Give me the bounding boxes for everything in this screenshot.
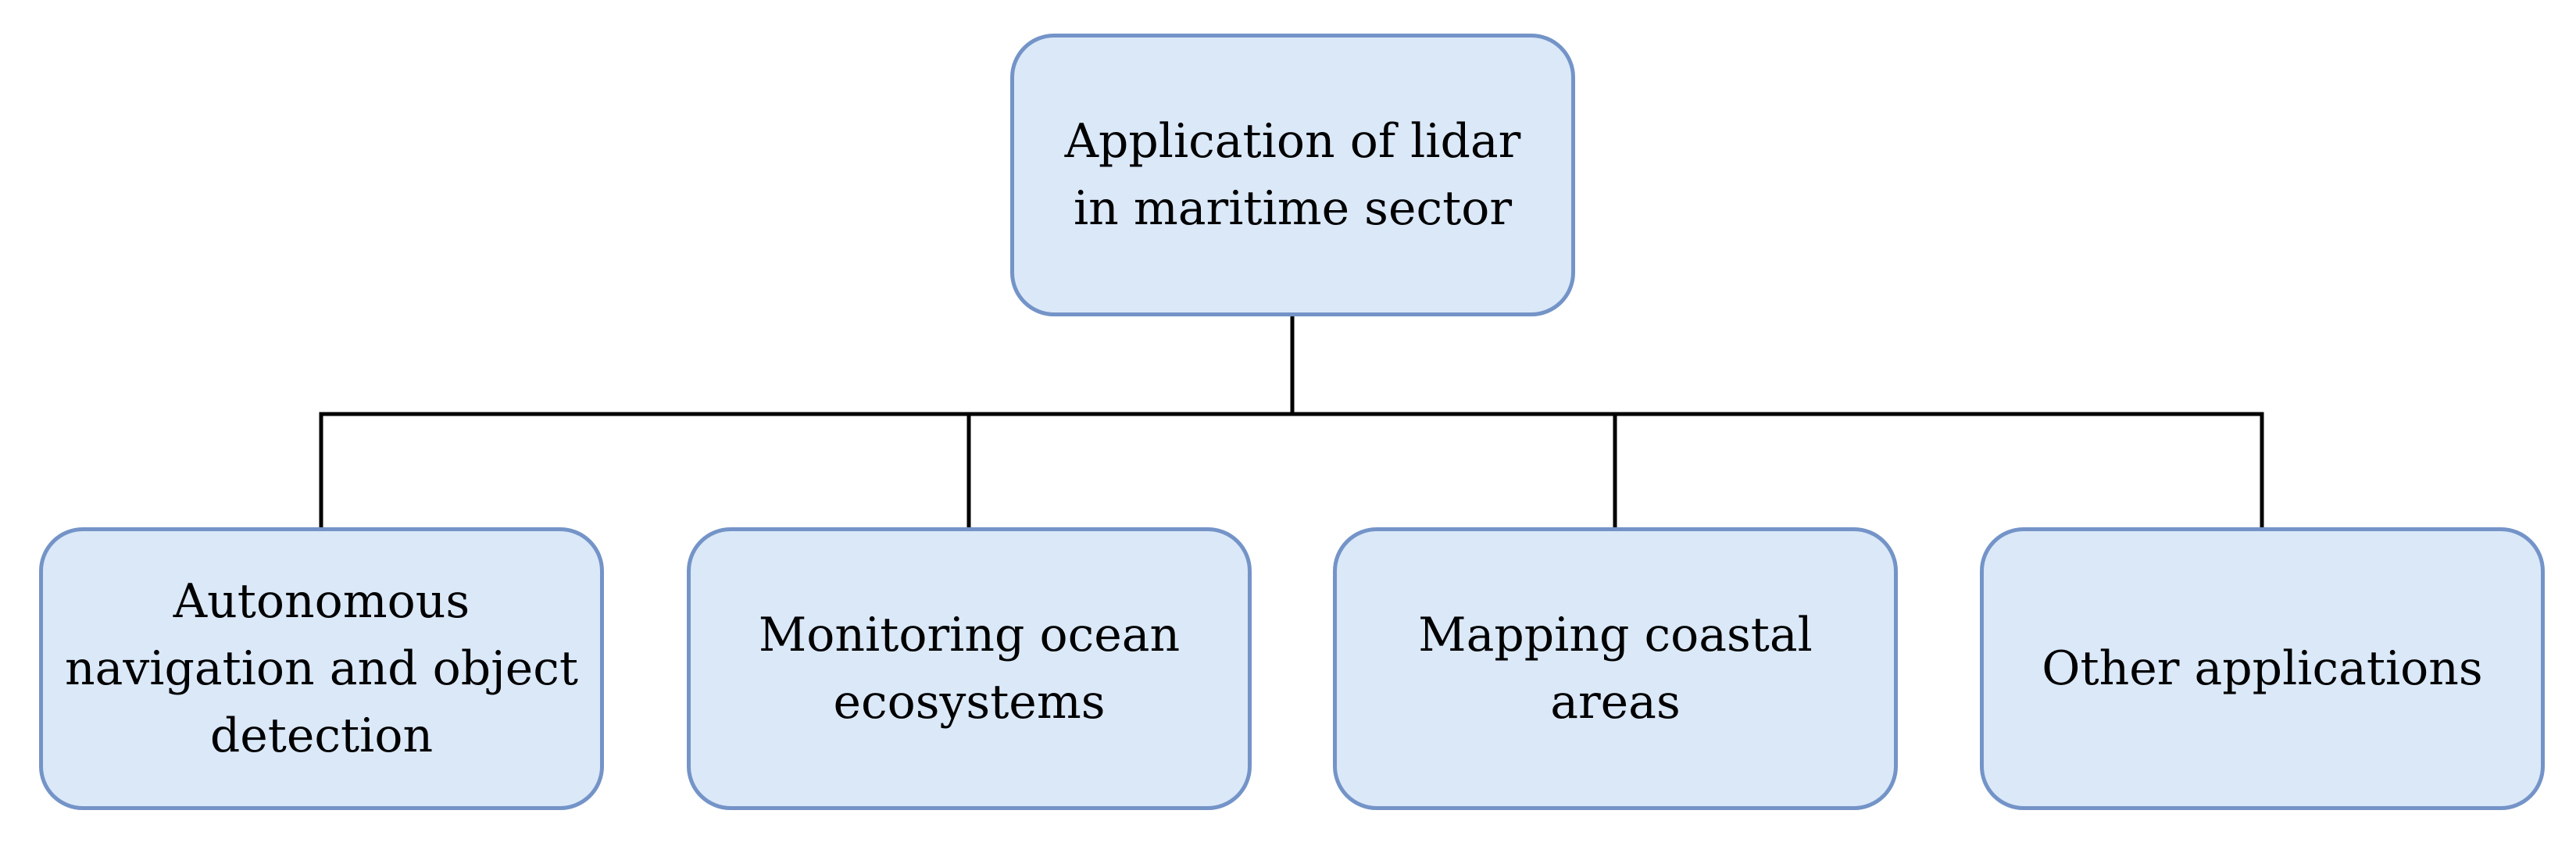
root-node: Application of lidar in maritime sector — [1010, 34, 1575, 316]
root-node-label-line-2: in maritime sector — [1073, 181, 1513, 236]
child-node-label-line: detection — [209, 709, 434, 763]
child-node-autonomous-navigation: Autonomous navigation and object detecti… — [39, 527, 604, 810]
child-node-label: Other applications — [2023, 635, 2501, 702]
child-node-monitoring-ocean-ecosystems: Monitoring ocean ecosystems — [687, 527, 1252, 810]
child-node-label-line: navigation and object — [64, 641, 579, 696]
root-node-label: Application of lidar in maritime sector — [1046, 108, 1540, 242]
child-node-mapping-coastal-areas: Mapping coastal areas — [1333, 527, 1898, 810]
child-node-label: Mapping coastal areas — [1399, 601, 1831, 736]
child-node-label-line: Monitoring ocean — [758, 608, 1181, 662]
child-node-label-line: Mapping coastal — [1418, 608, 1813, 662]
child-node-other-applications: Other applications — [1980, 527, 2545, 810]
root-node-label-line-1: Application of lidar — [1064, 114, 1521, 169]
child-node-label: Autonomous navigation and object detecti… — [46, 568, 597, 769]
child-node-label-line: Other applications — [2042, 641, 2483, 696]
child-node-label-line: ecosystems — [833, 675, 1106, 730]
child-node-label-line: Autonomous — [173, 574, 470, 629]
child-node-label-line: areas — [1550, 675, 1681, 730]
child-node-label: Monitoring ocean ecosystems — [740, 601, 1199, 736]
